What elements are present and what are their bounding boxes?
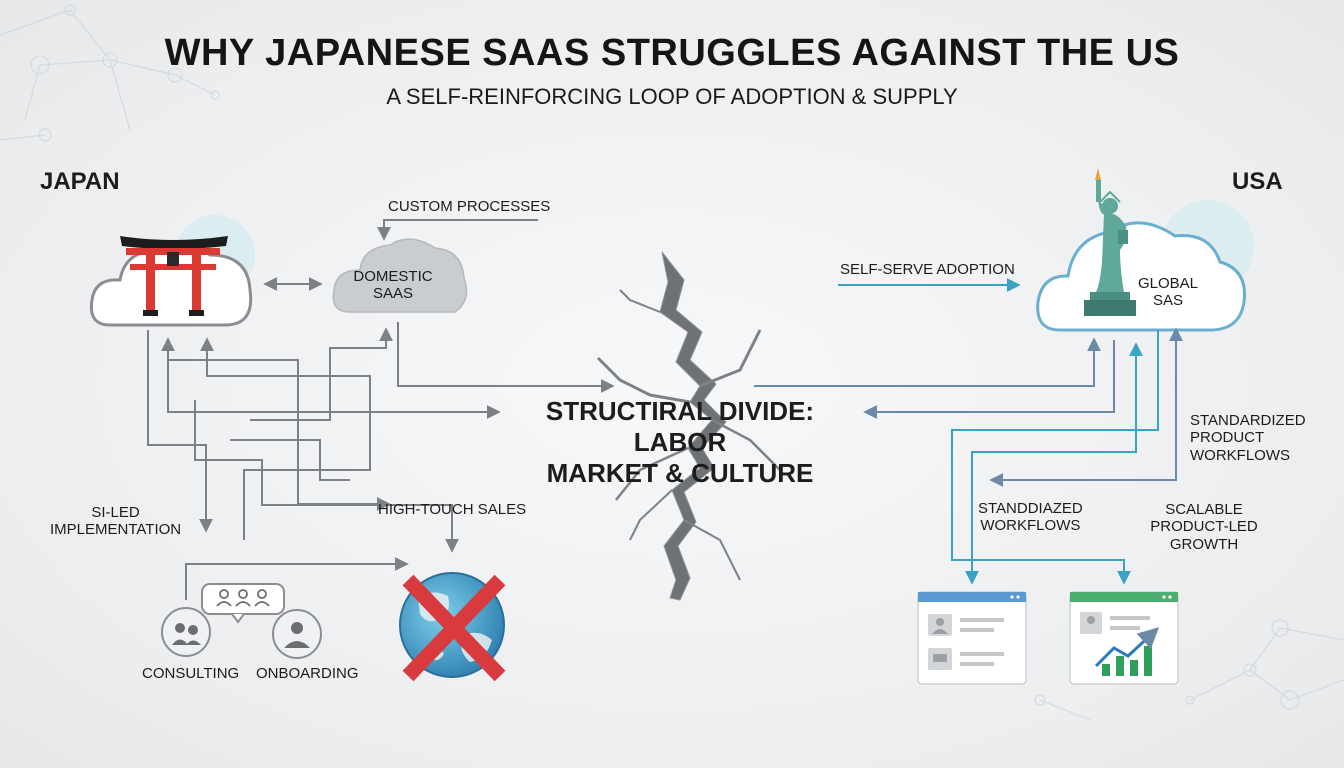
standardized-workflows-card-icon	[917, 591, 1027, 685]
global-saas-label: GLOBAL SAS	[1128, 275, 1208, 310]
standardized-product-line-1: STANDARDIZED	[1190, 412, 1306, 429]
scalable-growth-label: SCALABLE PRODUCT-LED GROWTH	[1120, 501, 1288, 553]
growth-chart-card-icon	[1069, 591, 1179, 685]
standardized-product-line-2: PRODUCT	[1190, 429, 1265, 447]
standardized-workflows-line-2: WORKFLOWS	[980, 517, 1081, 535]
si-led-implementation-label: SI-LED IMPLEMENTATION	[50, 504, 181, 539]
structural-divide-line-2: MARKET & CULTURE	[546, 458, 814, 489]
global-saas-line-2: SAS	[1152, 292, 1183, 310]
usa-cloud	[1036, 200, 1254, 332]
blocked-globe-icon	[399, 572, 506, 682]
scalable-line-1: SCALABLE	[1165, 501, 1243, 518]
domestic-saas-line-1: DOMESTIC	[353, 268, 433, 285]
si-led-line-1: SI-LED	[91, 504, 140, 521]
scalable-line-2: PRODUCT-LED GROWTH	[1150, 518, 1258, 553]
standardized-workflows-label: STANDDIAZED WORKFLOWS	[978, 500, 1083, 535]
onboarding-icon	[272, 609, 322, 659]
global-saas-line-1: GLOBAL	[1137, 275, 1199, 292]
consulting-label: CONSULTING	[142, 665, 240, 682]
domestic-saas-cloud	[332, 238, 468, 313]
statue-of-liberty-icon	[1084, 168, 1136, 316]
team-speech-bubble-icon	[201, 583, 285, 624]
onboarding-label: ONBOARDING	[256, 665, 359, 682]
page-title: WHY JAPANESE SAAS STRUGGLES AGAINST THE …	[164, 32, 1180, 74]
self-serve-adoption-label: SELF-SERVE ADOPTION	[840, 261, 1015, 278]
standardized-workflows-line-1: STANDDIAZED	[978, 500, 1083, 517]
network-decoration-bottom-right	[1034, 619, 1344, 721]
page-subtitle: A SELF-REINFORCING LOOP OF ADOPTION & SU…	[386, 84, 958, 109]
structural-crack	[596, 251, 781, 601]
japan-region-label: JAPAN	[40, 168, 120, 195]
high-touch-sales-label: HIGH-TOUCH SALES	[378, 501, 527, 518]
network-decoration-top-left	[0, 4, 220, 142]
standardized-product-workflows-label: STANDARDIZED PRODUCT WORKFLOWS	[1190, 412, 1306, 464]
usa-region-label: USA	[1232, 168, 1283, 195]
torii-gate-icon	[120, 236, 228, 316]
si-led-line-2: IMPLEMENTATION	[50, 521, 182, 539]
domestic-saas-label: DOMESTIC SAAS	[346, 268, 440, 303]
custom-processes-label: CUSTOM PROCESSES	[388, 198, 551, 215]
standardized-product-line-3: WORKFLOWS	[1190, 446, 1290, 464]
consulting-icon	[161, 607, 211, 657]
japan-flow-lines	[147, 219, 615, 600]
structural-divide-label: STRUCTIRAL DIVIDE: LABOR MARKET & CULTUR…	[500, 396, 860, 490]
domestic-saas-line-2: SAAS	[372, 285, 414, 303]
structural-divide-line-1: STRUCTIRAL DIVIDE: LABOR	[545, 396, 815, 458]
usa-flow-lines	[754, 278, 1183, 585]
